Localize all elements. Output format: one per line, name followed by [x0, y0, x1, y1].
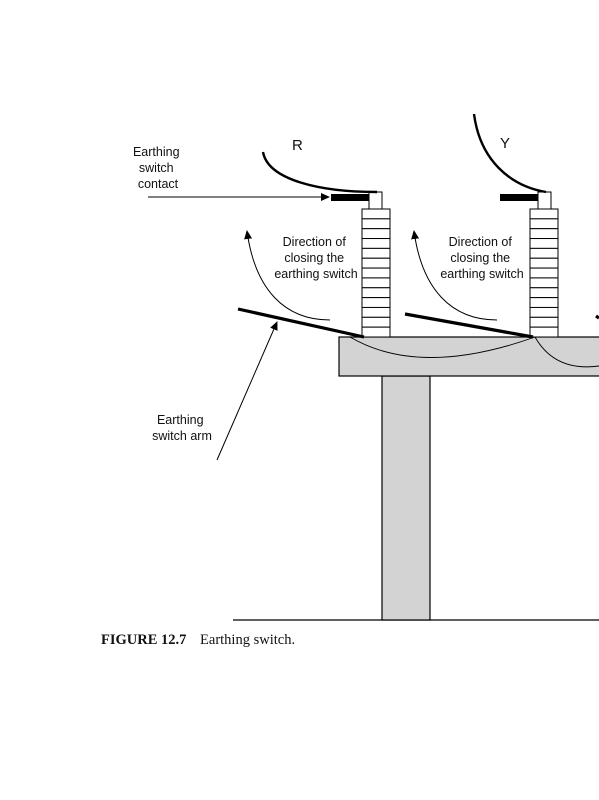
earthing-switch-contact-y	[500, 194, 538, 201]
swing-arc-r	[349, 336, 536, 358]
insulator-disc	[529, 238, 559, 249]
insulator-disc	[361, 277, 391, 289]
closing-direction-arrow-y	[411, 230, 498, 321]
insulator-disc	[529, 277, 559, 289]
insulator-disc	[361, 287, 391, 299]
insulator-cap-y	[537, 191, 552, 210]
figure-caption: FIGURE 12.7 Earthing switch.	[101, 632, 295, 649]
insulator-disc	[361, 297, 391, 308]
earthing-switch-arm-r	[237, 307, 365, 339]
swing-arc-y	[534, 336, 599, 368]
insulator-stack-r	[361, 208, 391, 338]
insulator-disc	[361, 326, 391, 338]
cross-beam	[338, 336, 599, 377]
insulator-disc	[361, 316, 391, 328]
insulator-disc	[529, 257, 559, 269]
phase-conductor-r	[261, 151, 378, 194]
phase-label-y: Y	[500, 135, 510, 152]
arm-label: Earthing switch arm	[152, 413, 212, 443]
contact-label: Earthing switch contact	[133, 145, 183, 191]
insulator-disc	[361, 228, 391, 240]
insulator-disc	[529, 326, 559, 338]
direction-label-r: Direction of closing the earthing switch	[274, 235, 357, 281]
insulator-disc	[529, 218, 559, 230]
insulator-disc	[361, 306, 391, 318]
insulator-disc	[529, 306, 559, 318]
closing-direction-arrow-r	[244, 230, 331, 321]
arm-pointer-arrow	[216, 321, 278, 461]
insulator-stack-y	[529, 208, 559, 338]
insulator-disc	[361, 218, 391, 230]
insulator-disc	[529, 287, 559, 299]
phase-label-r: R	[292, 137, 303, 154]
insulator-disc	[529, 208, 559, 220]
figure-caption-text: Earthing switch.	[200, 632, 296, 648]
earthing-switch-contact-r	[331, 194, 369, 201]
insulator-disc	[361, 267, 391, 279]
insulator-disc	[529, 267, 559, 279]
earthing-switch-arm-y	[404, 312, 534, 339]
phase-conductor-y	[472, 113, 547, 194]
direction-label-y: Direction of closing the earthing switch	[440, 235, 523, 281]
insulator-disc	[529, 297, 559, 308]
support-column	[381, 375, 431, 621]
insulator-disc	[361, 257, 391, 269]
insulator-disc	[361, 247, 391, 259]
figure-number: FIGURE 12.7	[101, 632, 187, 648]
insulator-disc	[529, 316, 559, 328]
insulator-disc	[529, 247, 559, 259]
insulator-disc	[361, 238, 391, 249]
insulator-cap-r	[368, 191, 383, 210]
insulator-disc	[361, 208, 391, 220]
insulator-disc	[529, 228, 559, 240]
